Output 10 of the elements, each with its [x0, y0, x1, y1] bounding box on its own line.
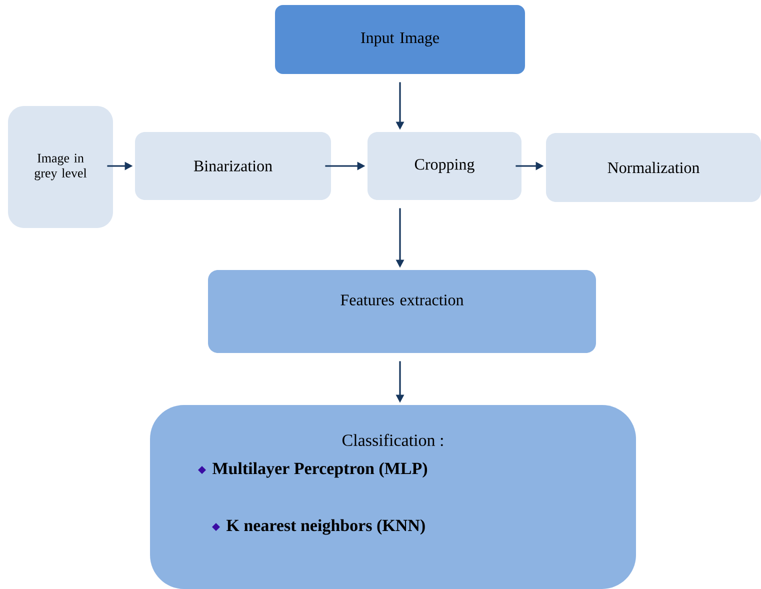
- heading-text: Classification :: [342, 434, 443, 446]
- process-box: Features extraction: [208, 270, 596, 353]
- process-box: Binarization: [135, 132, 331, 200]
- process-box: Normalization: [546, 133, 761, 202]
- process-box: Image in grey level: [8, 106, 113, 228]
- list-item: Multilayer Perceptron (MLP): [212, 462, 428, 478]
- list-item: K nearest neighbors (KNN): [226, 519, 425, 535]
- process-box: [150, 405, 636, 589]
- process-box: Cropping: [368, 132, 522, 200]
- process-box: Input Image: [275, 5, 525, 74]
